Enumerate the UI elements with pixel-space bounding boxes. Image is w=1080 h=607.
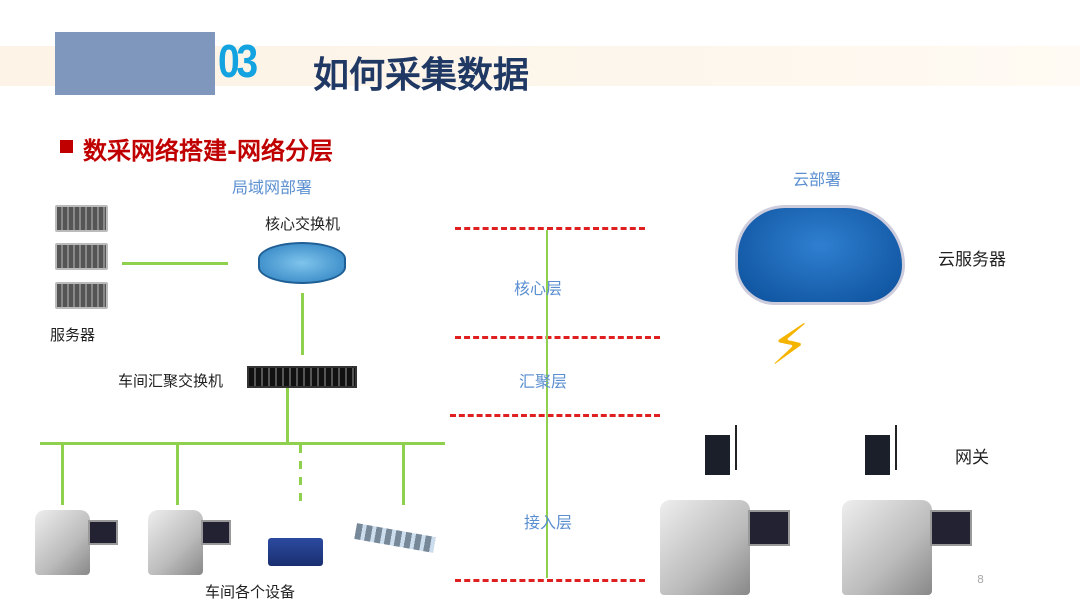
machine-screen	[930, 510, 972, 546]
link-line	[286, 388, 289, 443]
cnc-machine-icon	[148, 510, 203, 575]
layer-arrow	[546, 230, 548, 578]
cnc-machine-icon	[660, 500, 750, 595]
switch-icon	[247, 366, 357, 388]
lan-heading: 局域网部署	[232, 178, 313, 197]
core-layer-label: 核心层	[514, 279, 563, 298]
layer-divider	[455, 579, 645, 582]
bullet-square-icon	[60, 140, 73, 153]
link-line	[176, 443, 179, 505]
section-number: 03	[218, 35, 258, 87]
link-line	[301, 293, 304, 355]
cnc-machine-icon	[35, 510, 90, 575]
server-icon	[55, 282, 108, 309]
link-line	[122, 262, 228, 265]
router-icon	[258, 242, 346, 284]
access-layer-label: 接入层	[524, 513, 573, 532]
section-number-box	[55, 32, 215, 95]
agg-switch-label: 车间汇聚交换机	[118, 372, 224, 390]
cloud-icon	[735, 205, 905, 305]
subtitle: 数采网络搭建-网络分层	[83, 137, 333, 165]
conveyor-icon	[354, 523, 436, 553]
layer-divider	[450, 414, 660, 417]
machine-screen	[201, 520, 231, 545]
link-line	[61, 443, 64, 505]
link-line	[402, 443, 405, 505]
server-label: 服务器	[50, 326, 96, 344]
gateway-icon	[865, 435, 890, 475]
core-switch-label: 核心交换机	[265, 215, 341, 233]
lightning-icon: ⚡	[770, 313, 810, 378]
layer-divider	[455, 227, 645, 230]
agv-icon	[268, 538, 323, 566]
antenna-icon	[735, 425, 737, 470]
gateway-icon	[705, 435, 730, 475]
cnc-machine-icon	[842, 500, 932, 595]
server-icon	[55, 205, 108, 232]
bus-line	[40, 442, 445, 445]
page-title: 如何采集数据	[313, 55, 530, 96]
machine-screen	[748, 510, 790, 546]
devices-label: 车间各个设备	[205, 583, 296, 601]
aggregation-layer-label: 汇聚层	[519, 372, 568, 391]
antenna-icon	[895, 425, 897, 470]
gateway-label: 网关	[955, 448, 989, 468]
page-number: 8	[977, 573, 984, 586]
cloud-heading: 云部署	[793, 170, 842, 189]
layer-divider	[455, 336, 660, 339]
machine-screen	[88, 520, 118, 545]
server-icon	[55, 243, 108, 270]
dashed-link-line	[299, 445, 302, 505]
cloud-server-label: 云服务器	[938, 250, 1006, 270]
